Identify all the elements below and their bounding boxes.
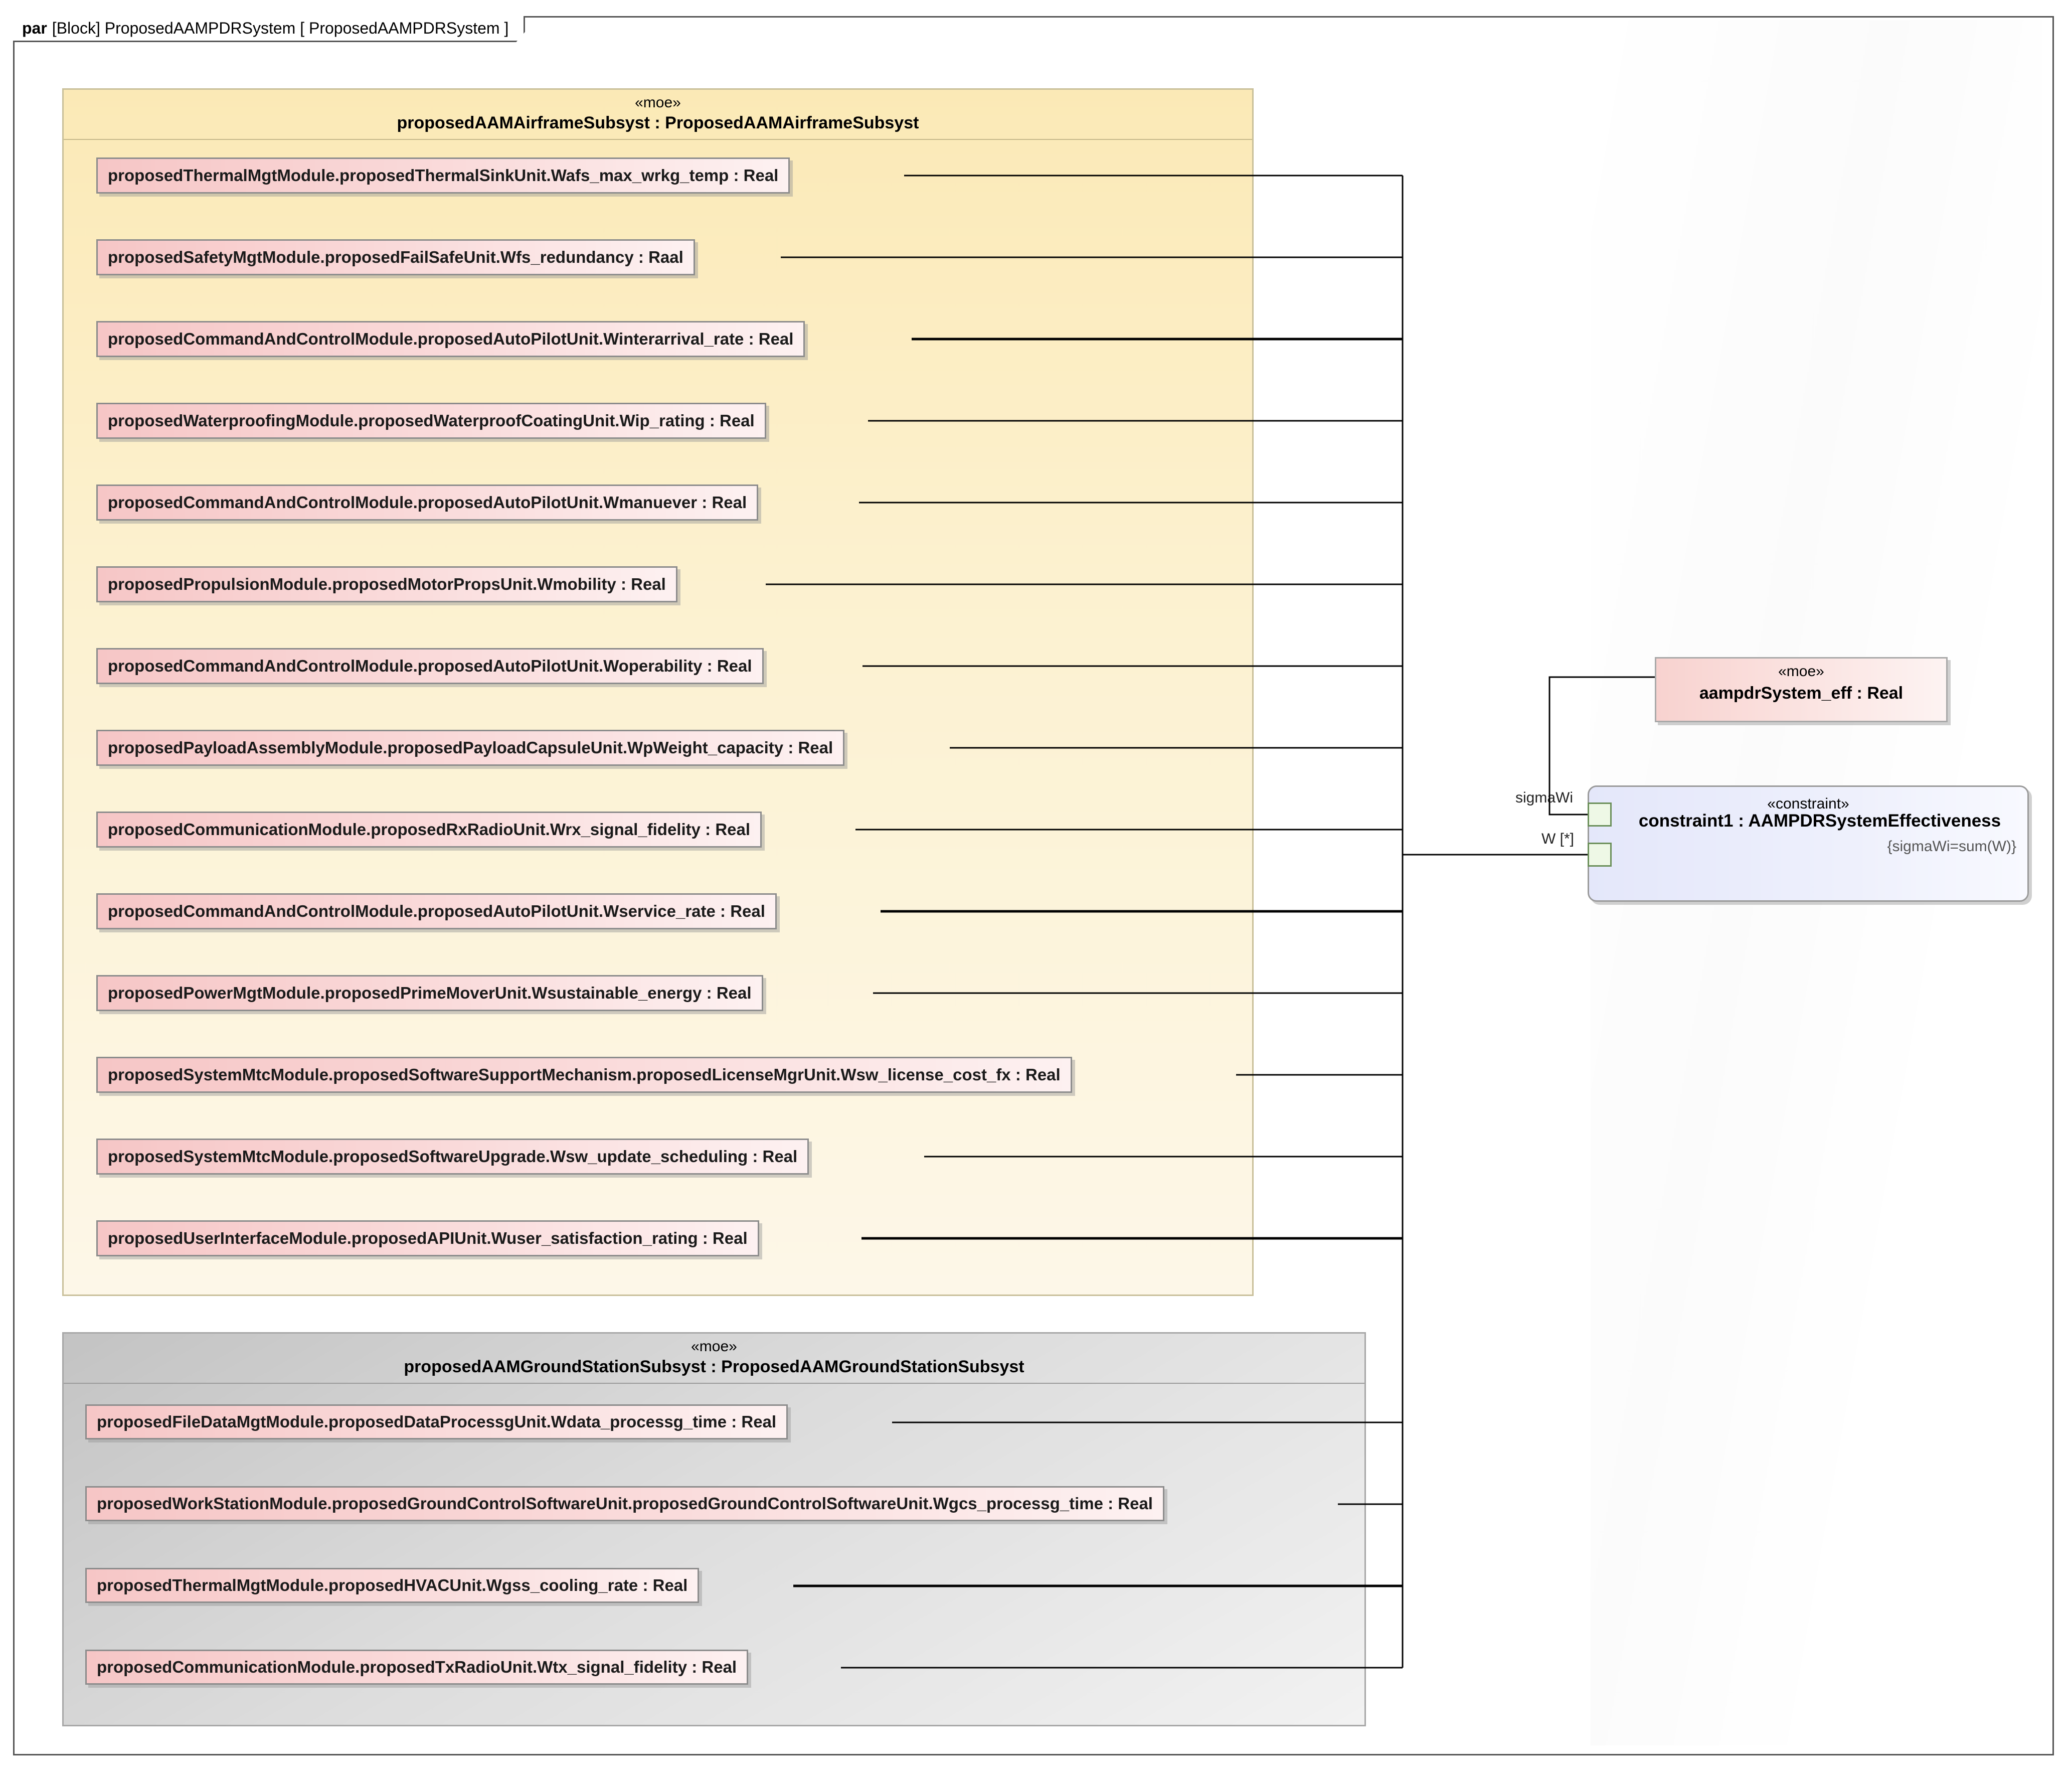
value-property-part[interactable]: proposedFileDataMgtModule.proposedDataPr… (85, 1404, 788, 1439)
value-property-part[interactable]: proposedWaterproofingModule.proposedWate… (96, 403, 766, 439)
ground-block-stereotype: «moe» (691, 1338, 737, 1355)
diagram-frame-tab[interactable]: par [Block] ProposedAAMPDRSystem [ Propo… (13, 16, 525, 42)
sigma-port-label: sigmaWi (1515, 789, 1574, 806)
value-property-part[interactable]: proposedCommandAndControlModule.proposed… (96, 321, 805, 357)
value-property-part[interactable]: proposedCommunicationModule.proposedRxRa… (96, 812, 762, 848)
sigma-parameter-port[interactable] (1588, 802, 1612, 827)
airframe-block-title: proposedAAMAirframeSubsyst : ProposedAAM… (397, 113, 919, 132)
airframe-block-stereotype: «moe» (635, 94, 681, 111)
constraint-property[interactable]: «constraint» constraint1 : AAMPDRSystemE… (1588, 785, 2029, 902)
moe-title: aampdrSystem_eff : Real (1699, 684, 1904, 703)
value-property-part[interactable]: proposedPowerMgtModule.proposedPrimeMove… (96, 975, 763, 1011)
value-property-part[interactable]: proposedThermalMgtModule.proposedThermal… (96, 157, 790, 194)
airframe-subsystem-block[interactable]: «moe» proposedAAMAirframeSubsyst : Propo… (62, 88, 1254, 1296)
value-property-part[interactable]: proposedCommandAndControlModule.proposed… (96, 648, 764, 684)
constraint-expression: {sigmaWi=sum(W)} (1887, 838, 2016, 855)
value-property-part[interactable]: proposedCommunicationModule.proposedTxRa… (85, 1650, 749, 1685)
constraint-stereotype: «constraint» (1767, 795, 1849, 812)
value-property-part[interactable]: proposedSystemMtcModule.proposedSoftware… (96, 1057, 1072, 1093)
value-property-part[interactable]: proposedWorkStationModule.proposedGround… (85, 1486, 1164, 1521)
system-effectiveness-moe[interactable]: «moe» aampdrSystem_eff : Real (1655, 657, 1948, 722)
ground-block-header: «moe» proposedAAMGroundStationSubsyst : … (64, 1334, 1364, 1384)
diagram-kind-keyword: par (22, 19, 47, 37)
diagram-frame-label: [Block] ProposedAAMPDRSystem [ ProposedA… (52, 19, 509, 37)
constraint-title: constraint1 : AAMPDRSystemEffectiveness (1638, 811, 2001, 831)
value-property-part[interactable]: proposedSafetyMgtModule.proposedFailSafe… (96, 239, 695, 275)
value-property-part[interactable]: proposedUserInterfaceModule.proposedAPIU… (96, 1220, 759, 1256)
value-property-part[interactable]: proposedPropulsionModule.proposedMotorPr… (96, 566, 677, 602)
w-parameter-port[interactable] (1588, 843, 1612, 867)
value-property-part[interactable]: proposedThermalMgtModule.proposedHVACUni… (85, 1568, 700, 1603)
w-port-label: W [*] (1541, 831, 1574, 847)
value-property-part[interactable]: proposedCommandAndControlModule.proposed… (96, 485, 759, 521)
airframe-block-header: «moe» proposedAAMAirframeSubsyst : Propo… (64, 90, 1252, 140)
value-property-part[interactable]: proposedCommandAndControlModule.proposed… (96, 893, 777, 929)
value-property-part[interactable]: proposedPayloadAssemblyModule.proposedPa… (96, 730, 845, 766)
ground-block-title: proposedAAMGroundStationSubsyst : Propos… (404, 1357, 1024, 1376)
moe-stereotype: «moe» (1778, 663, 1824, 680)
value-property-part[interactable]: proposedSystemMtcModule.proposedSoftware… (96, 1139, 809, 1175)
